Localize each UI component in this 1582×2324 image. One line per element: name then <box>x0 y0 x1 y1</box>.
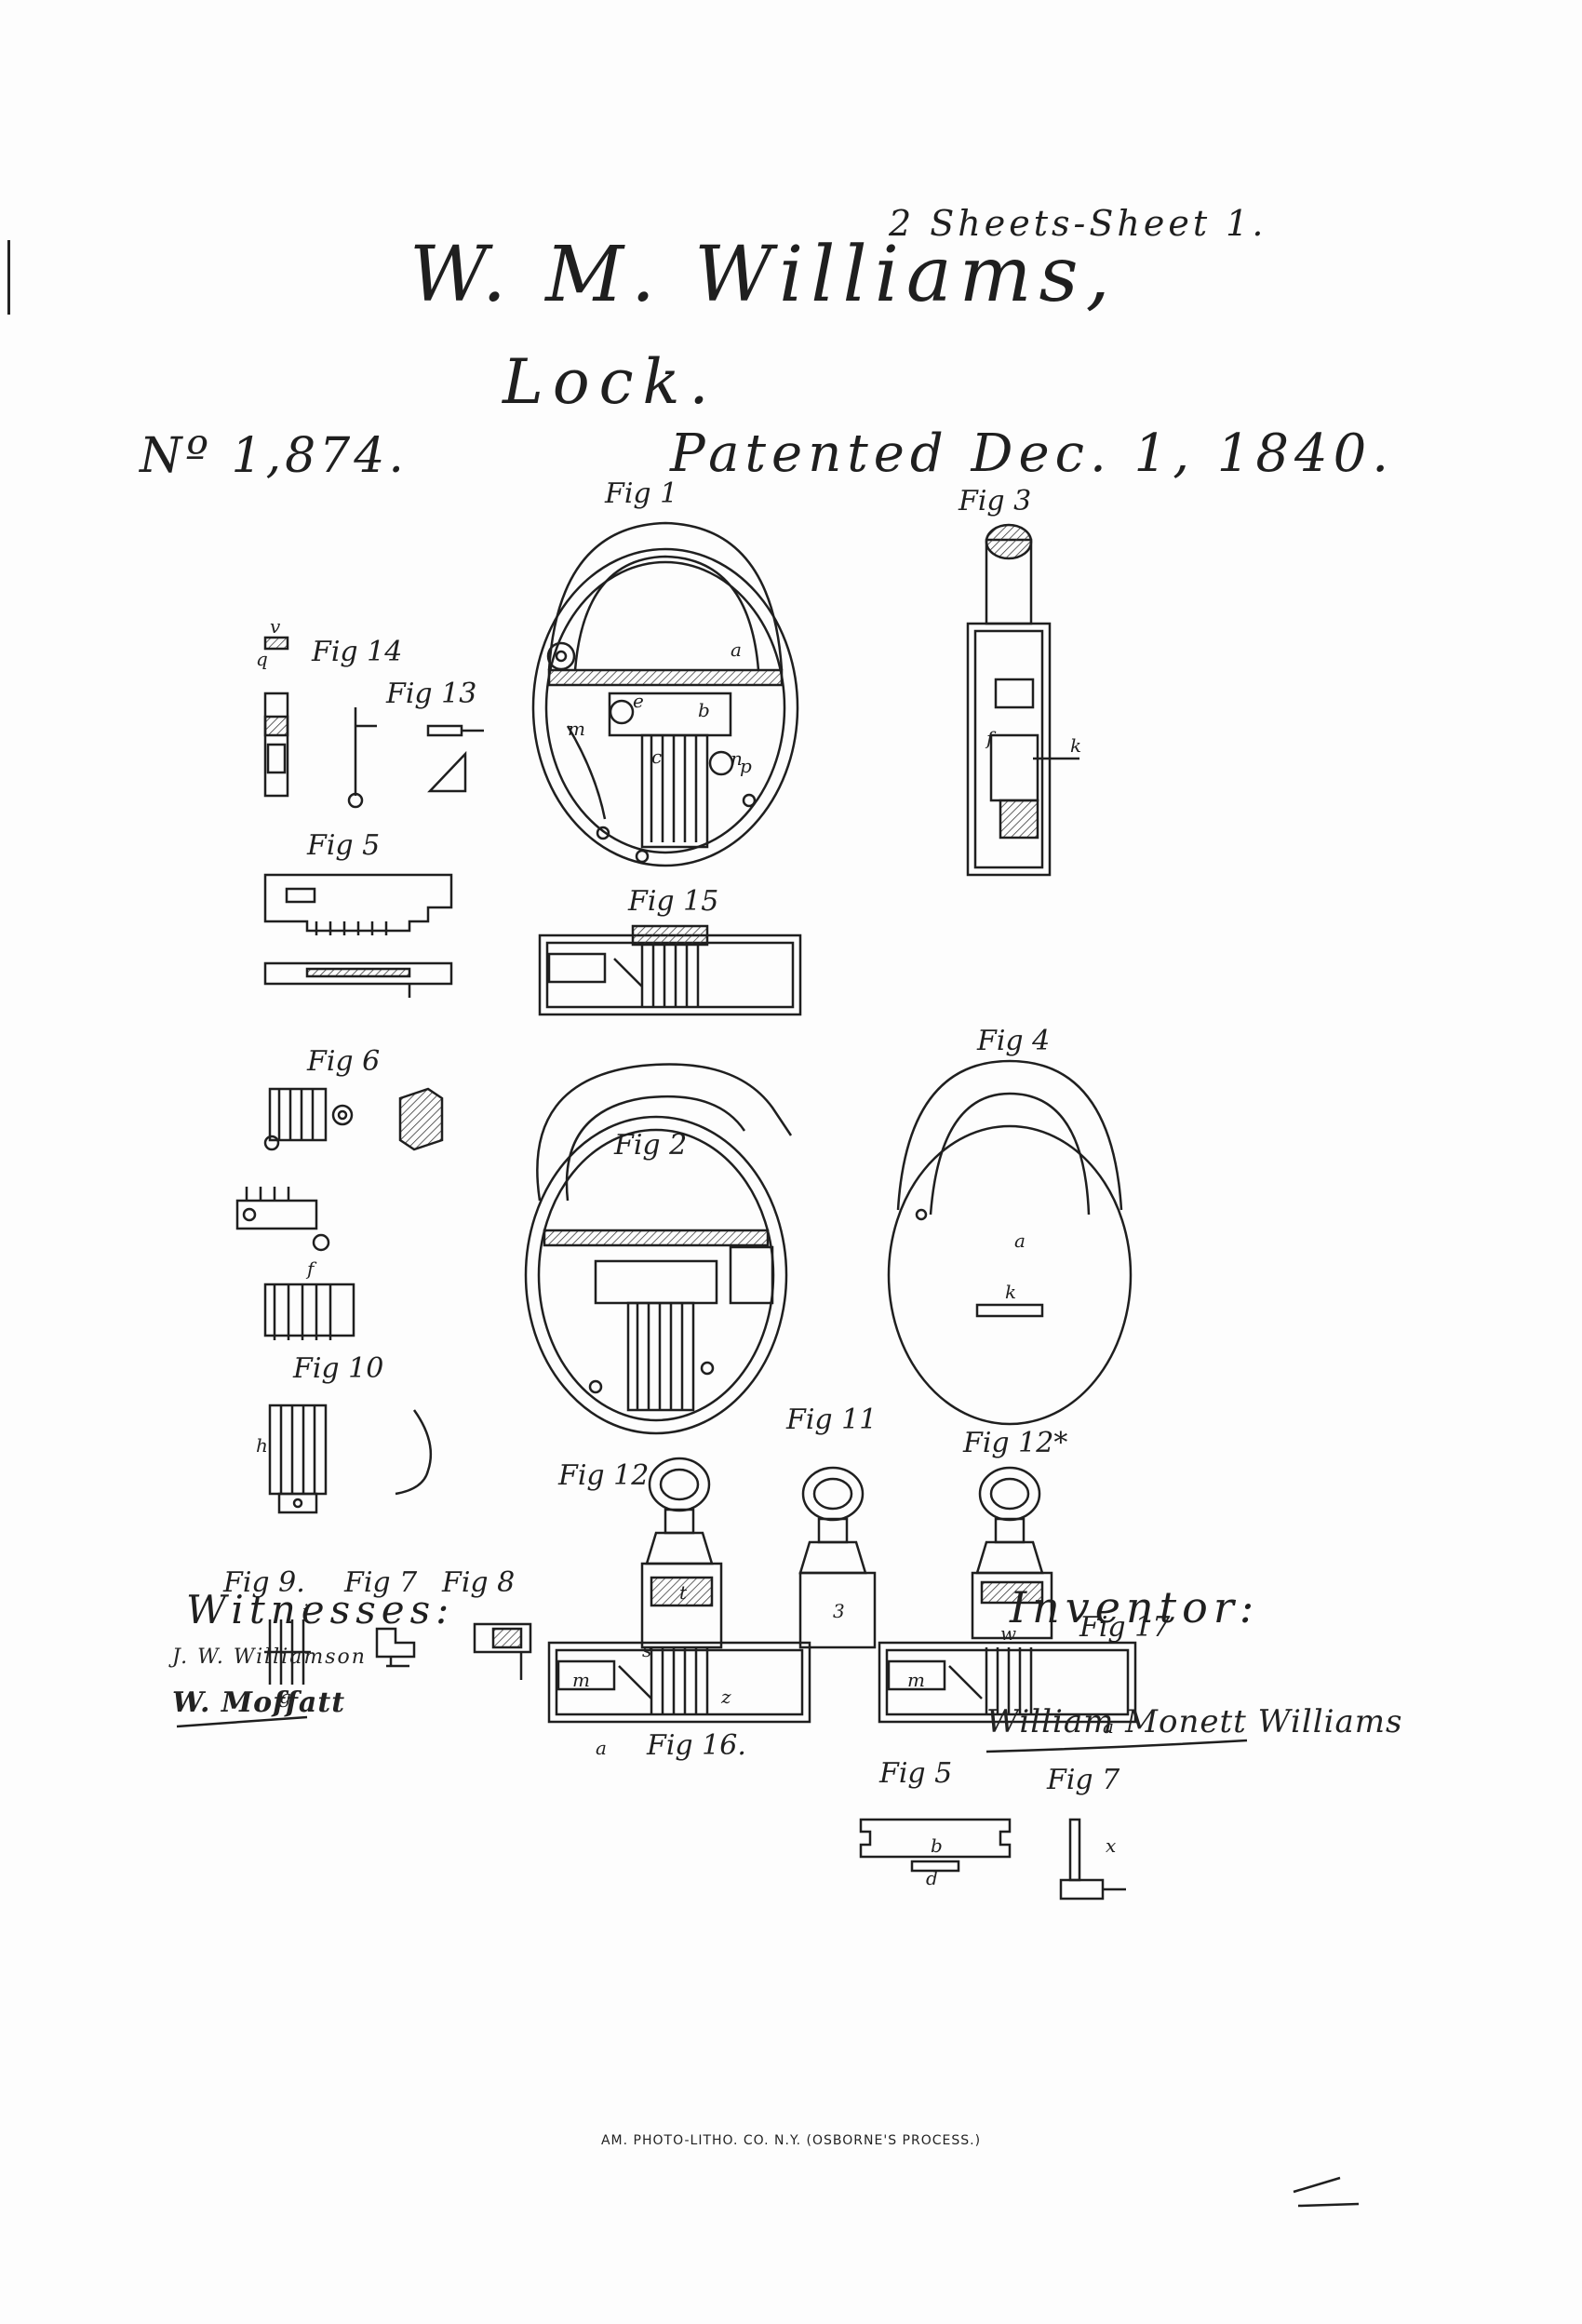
fig4-label: Fig 4 <box>976 1025 1050 1057</box>
fig7b-label: Fig 7 <box>1046 1764 1120 1796</box>
ref-letter-g: g <box>279 1686 291 1708</box>
fig13-label: Fig 13 <box>385 678 476 710</box>
fig15-label: Fig 15 <box>627 885 718 918</box>
fig6-drawing <box>235 1087 444 1340</box>
ref-letter-a-fig4: a <box>1014 1229 1026 1252</box>
fig5a-drawing <box>263 873 453 998</box>
fig10-drawing <box>268 1404 433 1514</box>
inventor-label: Inventor: <box>1010 1582 1260 1632</box>
patent-number: Nº 1,874. <box>140 428 408 484</box>
inventor-signature: William Monett Williams <box>986 1703 1403 1740</box>
fig7a-label: Fig 7 <box>343 1566 418 1599</box>
ref-letter-x: x <box>1106 1834 1116 1857</box>
fig9-drawing <box>264 1619 311 1685</box>
fig16-drawing <box>547 1641 811 1724</box>
ref-letter-f-fig6: f <box>305 1257 317 1280</box>
ref-letter-c: c <box>651 746 662 768</box>
ref-letter-a-fig17: a <box>1103 1715 1114 1738</box>
ref-letter-q: q <box>256 648 268 670</box>
fig2-drawing <box>524 1063 793 1435</box>
fig16-label: Fig 16. <box>646 1729 746 1762</box>
fig12b-drawing <box>971 1466 1053 1640</box>
witness-signature-1: J. W. Williamson <box>172 1646 367 1669</box>
fig10-label: Fig 10 <box>292 1352 383 1385</box>
ref-letter-b: b <box>698 699 710 721</box>
ref-letter-k: k <box>1070 734 1081 757</box>
fig12b-label: Fig 12* <box>962 1427 1067 1459</box>
fig6-label: Fig 6 <box>306 1045 380 1078</box>
ref-letter-b-fig5b: b <box>931 1834 943 1857</box>
witness-signature-2: W. Moffatt <box>172 1686 346 1719</box>
fig17-label: Fig 17 <box>1079 1611 1171 1644</box>
fig12-label: Fig 12 <box>557 1459 649 1492</box>
fig3-label: Fig 3 <box>958 485 1031 517</box>
ref-letter-w: w <box>1000 1622 1016 1645</box>
inventor-flourish <box>985 1739 1248 1753</box>
left-edge-mark <box>7 240 10 315</box>
witnesses-label: Witnesses: <box>186 1587 455 1632</box>
patent-date: Patented Dec. 1, 1840. <box>670 423 1395 484</box>
ref-letter-f: f <box>985 727 997 749</box>
fig12-drawing <box>640 1457 723 1649</box>
fig9-label: Fig 9. <box>222 1566 305 1599</box>
witness-flourish <box>176 1715 308 1728</box>
fig5a-label: Fig 5 <box>306 829 380 862</box>
fig14-drawing <box>263 636 289 798</box>
fig7a-drawing <box>375 1627 416 1668</box>
fig1-label: Fig 1 <box>604 477 677 510</box>
fig17-drawing <box>878 1641 1137 1724</box>
ref-number-3: 3 <box>833 1600 845 1622</box>
fig3-drawing <box>966 523 1079 877</box>
ref-letter-a-fig16: a <box>596 1737 607 1759</box>
ref-letter-m-fig16: m <box>572 1669 590 1691</box>
document-title: Lock. <box>503 346 718 418</box>
fig8-label: Fig 8 <box>441 1566 515 1599</box>
fig14-label: Fig 14 <box>311 636 402 668</box>
fig8-drawing <box>473 1622 532 1680</box>
ref-letter-k-fig4: k <box>1005 1281 1016 1303</box>
ref-letter-v: v <box>270 615 281 638</box>
fig1-drawing <box>531 521 799 867</box>
ref-letter-i: i <box>302 1600 308 1622</box>
ref-letter-z: z <box>720 1686 731 1708</box>
fig2-label: Fig 2 <box>613 1129 687 1162</box>
fig5b-label: Fig 5 <box>878 1757 952 1790</box>
ref-letter-t: t <box>679 1581 688 1604</box>
ref-letter-a: a <box>731 638 742 661</box>
fig7b-drawing <box>1059 1818 1126 1901</box>
ref-letter-h: h <box>256 1434 268 1457</box>
lithographer-imprint: AM. PHOTO-LITHO. CO. N.Y. (OSBORNE'S PRO… <box>600 2133 982 2148</box>
fig11-drawing <box>798 1466 877 1649</box>
ref-letter-p: p <box>740 755 752 777</box>
corner-scribble <box>1293 2176 1360 2208</box>
fig15-drawing <box>538 924 802 1016</box>
fig13-drawing <box>347 707 484 809</box>
ref-letter-n: n <box>731 747 743 770</box>
fig5b-drawing <box>859 1818 1012 1873</box>
ref-letter-e: e <box>633 690 644 712</box>
ref-letter-s: s <box>642 1639 651 1661</box>
ref-letter-m: m <box>568 718 585 740</box>
sheet-label: 2 Sheets-Sheet 1. <box>889 203 1267 244</box>
fig4-drawing <box>887 1059 1133 1426</box>
inventor-name: W. M. Williams, <box>409 231 1118 319</box>
fig11-label: Fig 11 <box>785 1404 877 1436</box>
ref-letter-m-fig17: m <box>907 1669 925 1691</box>
ref-letter-d: d <box>926 1867 938 1889</box>
